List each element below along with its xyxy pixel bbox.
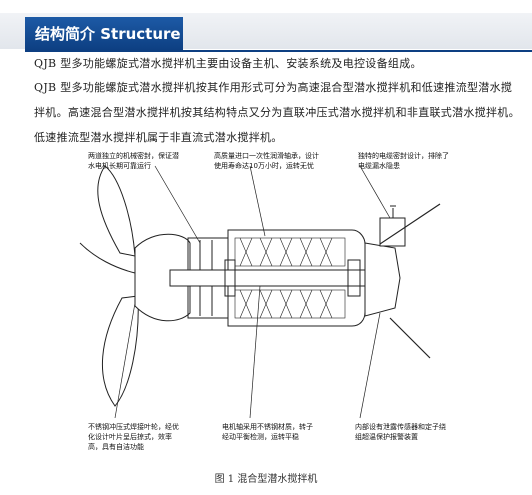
section-title: 结构简介 Structure bbox=[35, 25, 181, 43]
leader-lines bbox=[114, 165, 391, 419]
annotation-cable-seal: 独特的电缆密封设计，排除了 电缆漏水隐患 bbox=[358, 152, 449, 170]
annotation-impeller: 不锈钢冲压式焊接叶轮，经优 化设计叶片呈后掠式，效率 高，具有自洁功能 bbox=[88, 423, 179, 451]
mixer-cross-section-diagram bbox=[79, 165, 441, 419]
rear-bearing bbox=[347, 259, 361, 297]
rear-cover bbox=[364, 242, 401, 317]
figure-caption: 图 1 混合型潜水搅拌机 bbox=[214, 474, 318, 485]
front-bearing bbox=[224, 259, 236, 297]
annotation-leak-sensor: 内部设有泄露传感器和定子绕 组超温保护报警装置 bbox=[355, 423, 446, 441]
propeller-blade-left bbox=[79, 242, 136, 274]
cable-gland bbox=[379, 217, 406, 247]
annotation-motor-shaft: 电机轴采用不锈钢材质，转子 经动平衡检测，运转平稳 bbox=[222, 423, 313, 441]
classification-paragraph: QJB 型多功能螺旋式潜水搅拌机按其作用形式可分为高速混合型潜水搅拌机和低速推流… bbox=[34, 81, 520, 144]
propeller-blade-top bbox=[97, 165, 136, 257]
propeller-hub bbox=[134, 233, 191, 322]
stator-bottom bbox=[234, 289, 346, 319]
propeller-blade-bottom bbox=[101, 295, 139, 407]
mounting-rail bbox=[379, 203, 441, 245]
annotation-mechanical-seal: 两道独立的机械密封，保证潜 水电机长期可靠运行 bbox=[88, 152, 179, 170]
header-divider bbox=[25, 50, 532, 52]
stator-top bbox=[234, 237, 346, 267]
section-header: 结构简介 Structure bbox=[0, 13, 532, 52]
section-header-tab: 结构简介 Structure bbox=[25, 17, 183, 50]
motor-shaft bbox=[169, 269, 371, 287]
annotation-bearing: 高质量进口一次性润滑轴承，设计 使用寿命达10万小时，运转无忧 bbox=[214, 152, 319, 170]
intro-paragraph: QJB 型多功能螺旋式潜水搅拌机主要由设备主机、安装系统及电控设备组成。 bbox=[34, 57, 422, 70]
